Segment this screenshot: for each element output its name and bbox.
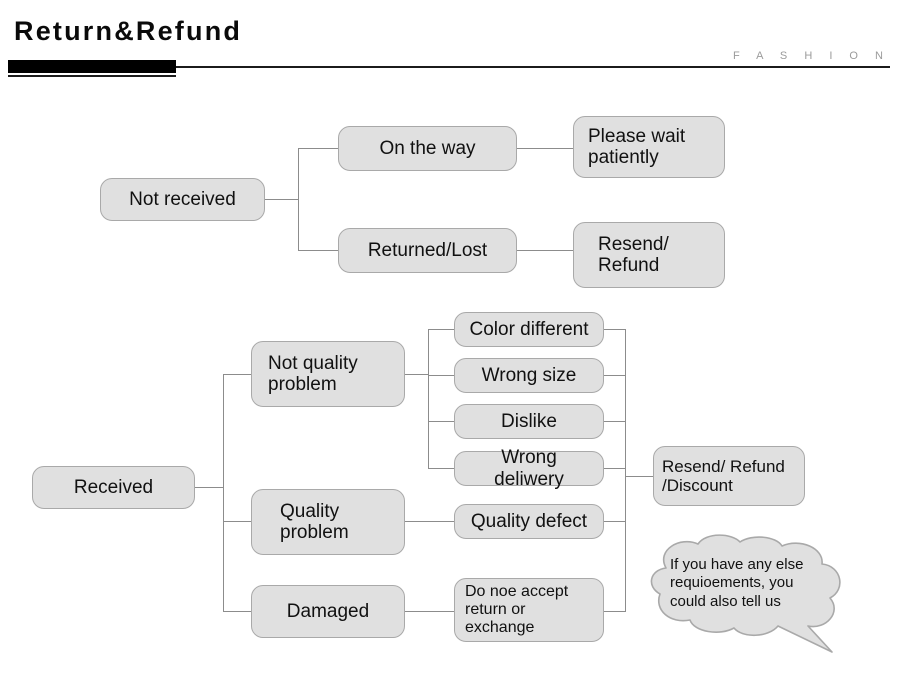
node-not-quality-problem[interactable]: Not quality problem bbox=[251, 341, 405, 407]
connector-reason-delivery-in bbox=[428, 468, 454, 469]
node-dislike[interactable]: Dislike bbox=[454, 404, 604, 439]
node-received[interactable]: Received bbox=[32, 466, 195, 509]
connector-outcome-bus bbox=[625, 329, 626, 611]
connector-notreceived-stub bbox=[265, 199, 299, 200]
connector-notquality-stub bbox=[405, 374, 429, 375]
node-not-received[interactable]: Not received bbox=[100, 178, 265, 221]
node-do-not-accept-return-exchange[interactable]: Do noe accept return or exchange bbox=[454, 578, 604, 642]
connector-delivery-out bbox=[604, 468, 626, 469]
connector-reason-dislike-in bbox=[428, 421, 454, 422]
connector-quality-in bbox=[223, 521, 251, 522]
connector-color-out bbox=[604, 329, 626, 330]
connector-received-bus bbox=[223, 374, 224, 612]
connector-reason-bus bbox=[428, 329, 429, 469]
connector-bus-to-outcome bbox=[625, 476, 653, 477]
connector-damaged-to-noaccept bbox=[405, 611, 454, 612]
connector-returnedlost-out bbox=[517, 250, 573, 251]
title-rule-thin bbox=[8, 75, 176, 77]
node-damaged[interactable]: Damaged bbox=[251, 585, 405, 638]
connector-ontheway-out bbox=[517, 148, 573, 149]
node-wrong-size[interactable]: Wrong size bbox=[454, 358, 604, 393]
connector-reason-color-in bbox=[428, 329, 454, 330]
connector-size-out bbox=[604, 375, 626, 376]
node-resend-refund-discount[interactable]: Resend/ Refund /Discount bbox=[653, 446, 805, 506]
connector-quality-to-defect bbox=[405, 521, 454, 522]
node-quality-defect[interactable]: Quality defect bbox=[454, 504, 604, 539]
note-speech-bubble[interactable]: If you have any else requioements, you c… bbox=[636, 534, 864, 658]
note-speech-bubble-text: If you have any else requioements, you c… bbox=[670, 556, 804, 610]
connector-notquality-in bbox=[223, 374, 251, 375]
speech-bubble-shape bbox=[650, 534, 841, 653]
connector-defect-out bbox=[604, 521, 626, 522]
connector-damaged-in bbox=[223, 611, 251, 612]
node-color-different[interactable]: Color different bbox=[454, 312, 604, 347]
node-quality-problem[interactable]: Quality problem bbox=[251, 489, 405, 555]
title-underline-bar bbox=[8, 60, 176, 73]
node-on-the-way[interactable]: On the way bbox=[338, 126, 517, 171]
connector-notreceived-bus bbox=[298, 148, 299, 250]
brand-label: F A S H I O N bbox=[732, 50, 890, 62]
connector-reason-size-in bbox=[428, 375, 454, 376]
node-wrong-delivery[interactable]: Wrong deliwery bbox=[454, 447, 604, 490]
connector-dislike-out bbox=[604, 421, 626, 422]
connector-ontheway-in bbox=[298, 148, 338, 149]
node-please-wait-patiently[interactable]: Please wait patiently bbox=[573, 116, 725, 178]
node-returned-lost[interactable]: Returned/Lost bbox=[338, 228, 517, 273]
title-rule-long bbox=[176, 66, 890, 68]
page-title: Return&Refund bbox=[14, 16, 243, 46]
connector-noaccept-out bbox=[604, 611, 626, 612]
connector-returnedlost-in bbox=[298, 250, 338, 251]
node-resend-refund[interactable]: Resend/ Refund bbox=[573, 222, 725, 288]
connector-received-stub bbox=[195, 487, 224, 488]
